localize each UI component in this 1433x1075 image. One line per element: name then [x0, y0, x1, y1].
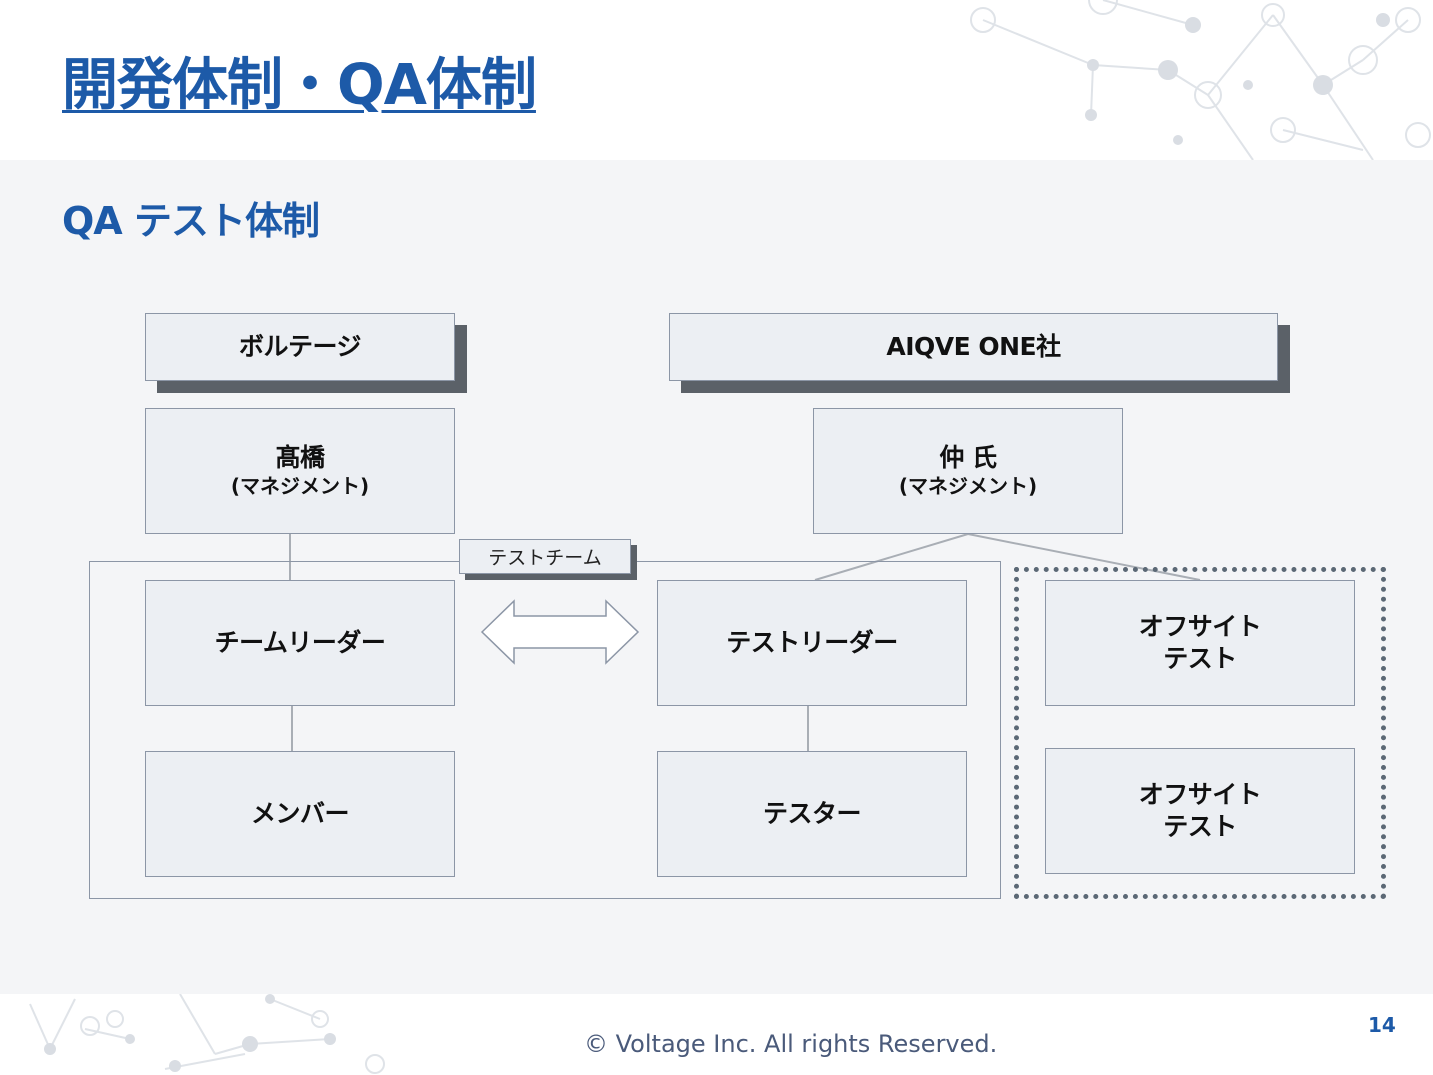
company-voltage-box: ボルテージ: [145, 313, 455, 381]
manager-naka-box: 仲 氏 (マネジメント): [813, 408, 1123, 534]
manager-takahashi-role: (マネジメント): [230, 474, 370, 498]
network-decoration-top-right: [970, 0, 1431, 160]
offsite-test-1-line2: テスト: [1163, 644, 1237, 673]
manager-naka-name: 仲 氏: [939, 443, 997, 472]
page-number: 14: [1368, 1013, 1396, 1037]
network-decoration-bottom-left: [29, 994, 385, 1074]
manager-naka-role: (マネジメント): [898, 474, 1038, 498]
company-aiqve-label: AIQVE ONE社: [886, 332, 1061, 361]
copyright-text: © Voltage Inc. All rights Reserved.: [584, 1030, 998, 1058]
test-team-label: テストチーム: [459, 539, 631, 574]
bidirectional-arrow-icon: [480, 599, 640, 665]
connector-naka-to-offsite: [967, 533, 1201, 581]
offsite-test-box-2: オフサイト テスト: [1045, 748, 1355, 874]
test-leader-label: テストリーダー: [726, 628, 898, 657]
offsite-test-2-line1: オフサイト: [1138, 780, 1262, 809]
team-leader-box: チームリーダー: [145, 580, 455, 706]
manager-takahashi-box: 髙橋 (マネジメント): [145, 408, 455, 534]
offsite-frame: [1014, 567, 1386, 899]
test-leader-box: テストリーダー: [657, 580, 967, 706]
offsite-test-2-line2: テスト: [1163, 812, 1237, 841]
member-box: メンバー: [145, 751, 455, 877]
offsite-test-1-line1: オフサイト: [1138, 612, 1262, 641]
slide-title: 開発体制・QA体制: [62, 53, 537, 118]
manager-takahashi-name: 髙橋: [275, 443, 325, 472]
section-subtitle: QA テスト体制: [62, 199, 320, 243]
company-aiqve-box: AIQVE ONE社: [669, 313, 1278, 381]
company-voltage-label: ボルテージ: [238, 332, 362, 361]
tester-label: テスター: [762, 799, 862, 828]
connector-naka-to-test-leader: [814, 533, 969, 581]
member-label: メンバー: [250, 799, 350, 828]
offsite-test-box-1: オフサイト テスト: [1045, 580, 1355, 706]
tester-box: テスター: [657, 751, 967, 877]
team-leader-label: チームリーダー: [214, 628, 386, 657]
